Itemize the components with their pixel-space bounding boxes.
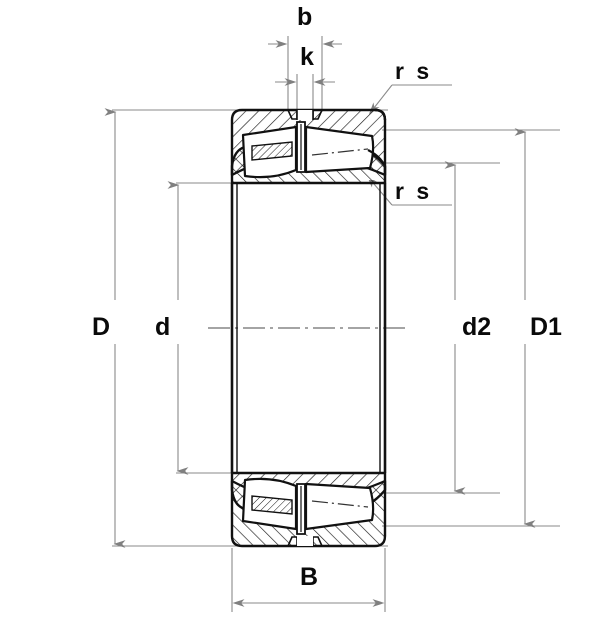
- bearing-assembly: [230, 108, 387, 548]
- corner-radius-inner-top: [367, 149, 387, 183]
- dimension-label-d2: d2: [462, 313, 492, 341]
- callout-label-rs-outer: r s: [395, 58, 433, 84]
- dimension-label-d: d: [155, 313, 171, 341]
- roller-bottom-left: [241, 477, 298, 531]
- roller-bottom-right: [304, 482, 375, 531]
- roller-bottom-right-axis: [311, 500, 369, 508]
- roller-top-left: [241, 125, 298, 179]
- dimension-lines: [104, 36, 560, 612]
- dimension-label-D1: D1: [530, 313, 562, 341]
- outer-ring-bottom-outline: [230, 479, 387, 548]
- dimension-label-b: b: [297, 3, 313, 31]
- roller-top-right: [304, 125, 375, 174]
- roller-top-right-axis: [311, 148, 369, 156]
- roller-top-left-cage-slot: [251, 141, 293, 161]
- outer-groove-gap: [297, 110, 313, 120]
- dimension-label-D: D: [92, 313, 111, 341]
- roller-bottom-left-cage-slot: [251, 495, 293, 515]
- dimension-label-B: B: [300, 563, 319, 591]
- outer-groove-gap-bottom: [297, 536, 313, 546]
- corner-radius-outer-top: [374, 108, 387, 121]
- callout-leader-rs-outer: [368, 84, 393, 115]
- callout-label-rs-inner: r s: [395, 178, 433, 204]
- dimension-label-k: k: [300, 43, 314, 71]
